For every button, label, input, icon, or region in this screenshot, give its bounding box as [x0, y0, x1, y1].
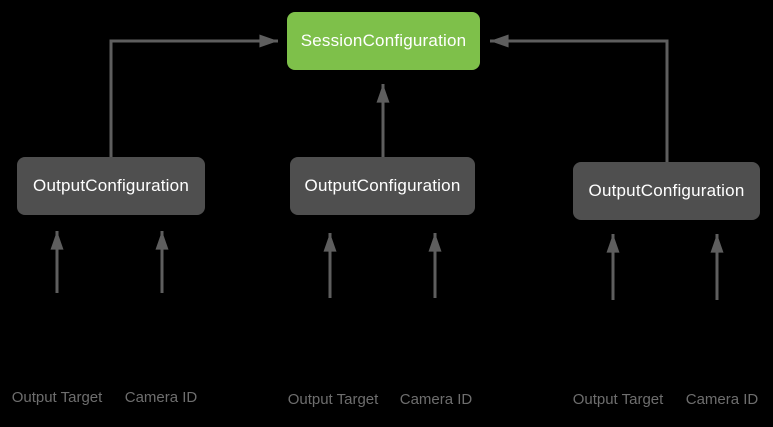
- output-configuration-label: OutputConfiguration: [588, 181, 745, 200]
- camera-id-label-2: Camera ID: [399, 391, 473, 408]
- session-configuration-label: SessionConfiguration: [300, 31, 467, 50]
- session-configuration-node: SessionConfiguration: [287, 12, 480, 70]
- arrow-left-output-to-session: [109, 34, 278, 157]
- output-configuration-label: OutputConfiguration: [33, 176, 189, 195]
- output-configuration-node-2: OutputConfiguration: [290, 157, 475, 215]
- output-target-label-3: Output Target: [572, 391, 664, 408]
- output-configuration-label: OutputConfiguration: [304, 176, 461, 195]
- arrow-right-output-to-session: [490, 34, 669, 162]
- output-configuration-node-1: OutputConfiguration: [17, 157, 205, 215]
- output-target-label-2: Output Target: [287, 391, 379, 408]
- output-configuration-node-3: OutputConfiguration: [573, 162, 760, 220]
- output-target-label-1: Output Target: [11, 389, 103, 406]
- camera-id-label-3: Camera ID: [685, 391, 759, 408]
- camera-id-label-1: Camera ID: [124, 389, 198, 406]
